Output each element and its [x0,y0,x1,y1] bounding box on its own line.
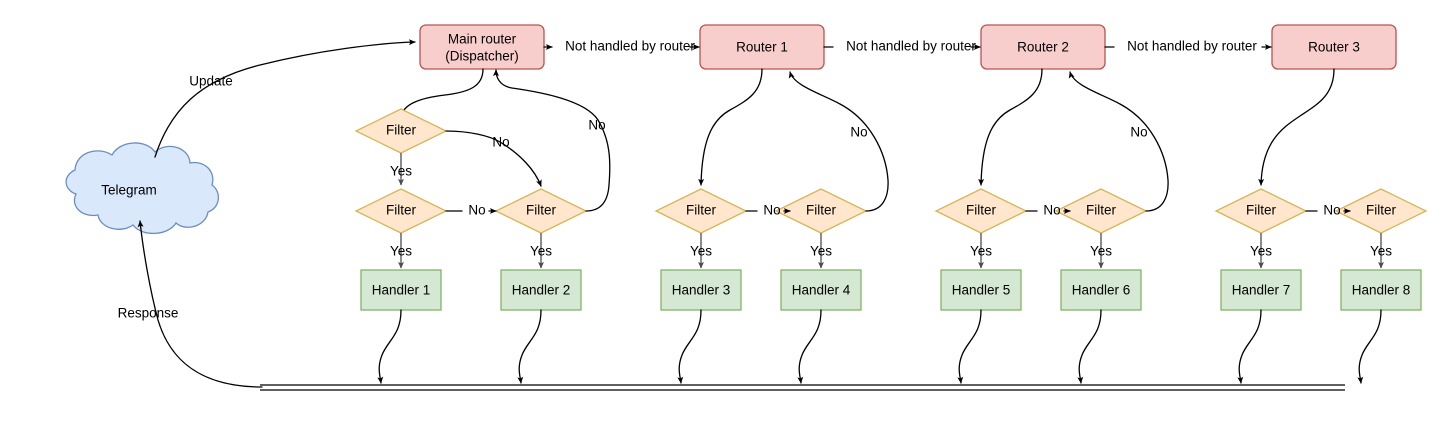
node-filter-2[interactable]: Filter [494,188,588,234]
edge-label-no-r2-back: No [1130,125,1147,140]
handler-2-label: Handler 2 [512,283,571,298]
edge-response [137,220,263,388]
edge-filter-a-no [445,130,542,187]
handler-3-label: Handler 3 [672,283,731,298]
edge-label-no-r1-back: No [850,125,867,140]
edge-handler6-to-bus [1077,309,1102,384]
handler-1-box [360,269,442,311]
filter-4-label: Filter [806,203,837,218]
handler-4-label: Handler 4 [792,283,851,298]
node-filter-1[interactable]: Filter [354,188,448,234]
handler-7-label: Handler 7 [1232,283,1291,298]
edge-filter4-no-back-to-router1 [788,71,889,212]
edge-label-yes-3: Yes [530,244,552,259]
node-handler-4[interactable]: Handler 4 [780,269,862,311]
router-1-label: Router 1 [736,40,788,55]
node-router-3[interactable]: Router 3 [1271,24,1397,70]
node-filter-a[interactable]: Filter [354,108,448,154]
handler-6-box [1060,269,1142,311]
node-filter-6[interactable]: Filter [1054,188,1148,234]
filter-1-label: Filter [386,203,417,218]
edge-handler8-to-bus [1357,309,1382,384]
edge-label-yes-9: Yes [1370,244,1392,259]
edge-router1-to-filter3 [698,68,763,186]
main-router-label-line2: (Dispatcher) [445,49,519,64]
node-main-router[interactable]: Main router (Dispatcher) [419,24,545,70]
edge-label-yes-8: Yes [1250,244,1272,259]
edge-label-update: Update [189,74,233,89]
main-router-label-line1: Main router [448,32,517,47]
edge-label-not-handled-2: Not handled by router [846,39,976,54]
router-2-label: Router 2 [1017,40,1069,55]
handler-3-box [660,269,742,311]
filter-8-label: Filter [1366,203,1397,218]
filter-a-label: Filter [386,123,417,138]
edge-handler2-to-bus [517,309,542,384]
handler-6-label: Handler 6 [1072,283,1131,298]
filter-7-label: Filter [1246,203,1277,218]
edge-label-yes-6: Yes [970,244,992,259]
edge-filter6-no-back-to-router2 [1068,71,1169,212]
node-handler-1[interactable]: Handler 1 [360,269,442,311]
edge-mainrouter-to-filter-a [398,68,484,118]
edge-label-yes-5: Yes [810,244,832,259]
edge-label-no-r1: No [763,203,780,218]
telegram-cloud-node[interactable]: Telegram [65,142,219,235]
edge-router3-to-filter7 [1258,68,1335,186]
node-handler-6[interactable]: Handler 6 [1060,269,1142,311]
filter-3-label: Filter [686,203,717,218]
edge-label-yes-4: Yes [690,244,712,259]
handler-7-box [1220,269,1302,311]
filter-5-label: Filter [966,203,997,218]
edge-label-yes-7: Yes [1090,244,1112,259]
edge-label-no-a-back: No [588,118,605,133]
node-handler-8[interactable]: Handler 8 [1340,269,1422,311]
edge-label-yes-1: Yes [390,164,412,179]
node-handler-3[interactable]: Handler 3 [660,269,742,311]
node-handler-2[interactable]: Handler 2 [500,269,582,311]
edge-handler5-to-bus [957,309,982,384]
edge-label-response: Response [118,306,179,321]
cloud-label: Telegram [101,183,157,198]
edge-router2-to-filter5 [978,68,1043,186]
edge-label-yes-2: Yes [390,244,412,259]
edge-label-no-r3: No [1323,203,1340,218]
node-filter-3[interactable]: Filter [654,188,748,234]
node-filter-7[interactable]: Filter [1214,188,1308,234]
node-handler-7[interactable]: Handler 7 [1220,269,1302,311]
edge-label-not-handled-3: Not handled by router [1127,39,1257,54]
edge-label-no-m1: No [468,203,485,218]
node-handler-5[interactable]: Handler 5 [940,269,1022,311]
edge-label-no-r2: No [1043,203,1060,218]
node-filter-5[interactable]: Filter [934,188,1028,234]
node-router-2[interactable]: Router 2 [980,24,1106,70]
handler-5-label: Handler 5 [952,283,1011,298]
edge-filter2-no-back-to-main [493,69,611,212]
edge-handler7-to-bus [1237,309,1262,384]
edge-update [154,39,416,158]
filter-6-label: Filter [1086,203,1117,218]
cloud-shape [65,142,219,235]
handler-1-label: Handler 1 [372,283,431,298]
edge-handler1-to-bus [377,309,402,384]
edge-label-no-a-down: No [492,135,509,150]
node-router-1[interactable]: Router 1 [699,24,825,70]
node-filter-8[interactable]: Filter [1334,188,1428,234]
node-filter-4[interactable]: Filter [774,188,868,234]
edge-handler4-to-bus [797,309,822,384]
handler-4-box [780,269,862,311]
handler-5-box [940,269,1022,311]
handler-2-box [500,269,582,311]
router-3-label: Router 3 [1308,40,1360,55]
edge-handler3-to-bus [677,309,702,384]
handler-8-label: Handler 8 [1352,283,1411,298]
filter-2-label: Filter [526,203,557,218]
edge-label-not-handled-1: Not handled by router [565,39,695,54]
